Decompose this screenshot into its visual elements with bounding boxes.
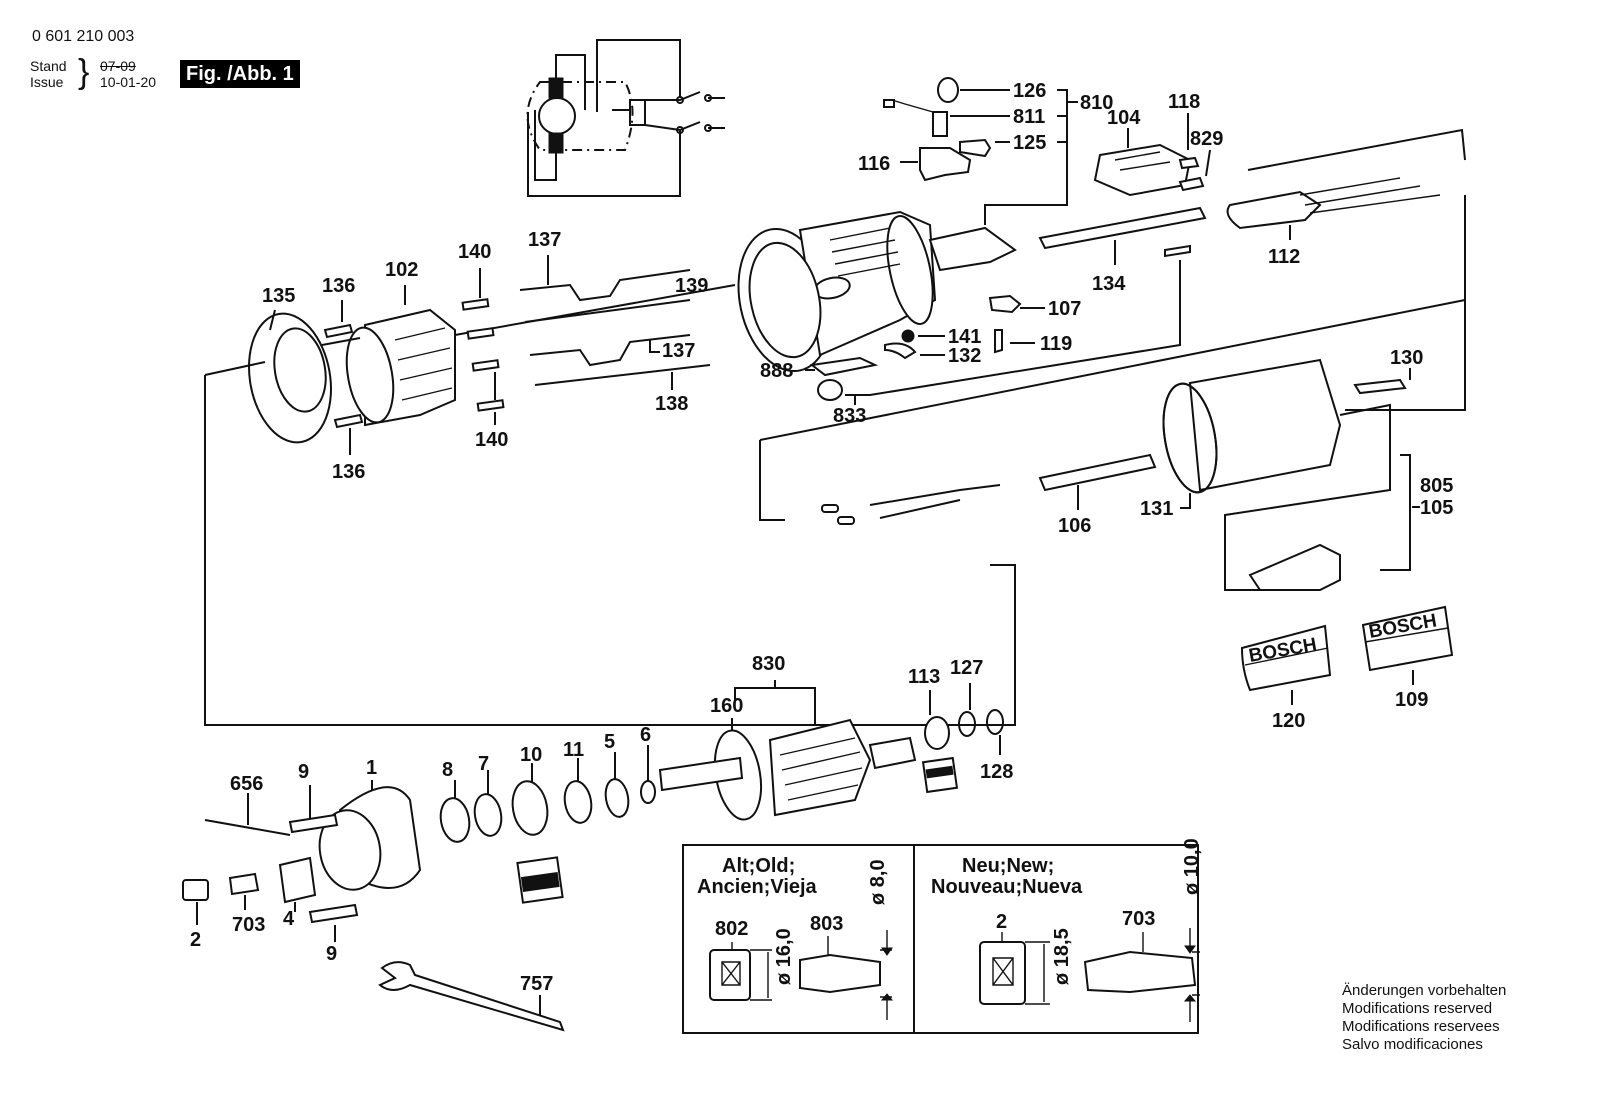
- note-line-fr: Modifications reservees: [1342, 1018, 1500, 1035]
- part-label-127: 127: [950, 657, 983, 679]
- part-126-shape: [937, 77, 959, 103]
- part-label-120: 120: [1272, 710, 1305, 732]
- collet-comparison-inset: Alt;Old; Ancien;Vieja ø 8,0 802 ø 16,0 8…: [682, 838, 1203, 1034]
- part-label-112: 112: [1268, 246, 1300, 268]
- part-label-107: 107: [1048, 298, 1081, 320]
- part-label-830: 830: [752, 653, 785, 675]
- part-811-shape: [932, 111, 948, 137]
- part-label-5: 5: [604, 731, 615, 753]
- part-label-160: 160: [710, 695, 743, 717]
- part-label-102: 102: [385, 259, 418, 281]
- note-line-es: Salvo modificaciones: [1342, 1036, 1483, 1053]
- old-collet-diameter: ø 8,0: [867, 859, 889, 905]
- part-label-757: 757: [520, 973, 553, 995]
- part-label-105: 105: [1420, 497, 1453, 519]
- part-label-126: 126: [1013, 80, 1046, 102]
- part-label-118: 118: [1168, 91, 1200, 113]
- part-label-805: 805: [1420, 475, 1453, 497]
- cable-assembly: 106 131 130 805 105: [759, 298, 1466, 591]
- part-label-104: 104: [1107, 107, 1141, 129]
- stand-label: Stand: [30, 58, 67, 74]
- part-label-136-top: 136: [322, 275, 355, 297]
- part-label-113: 113: [908, 666, 940, 688]
- front-flange-parts: 1 656 9 9 4 703 2 8 7 10 11 5 6: [182, 724, 656, 965]
- note-line-en: Modifications reserved: [1342, 1000, 1493, 1017]
- motor-housing: [737, 210, 1017, 373]
- part-label-136-bottom: 136: [332, 461, 365, 483]
- part-label-106: 106: [1058, 515, 1091, 537]
- part-label-6: 6: [640, 724, 651, 746]
- brush-parts: 140 140 137 139 137 138: [458, 229, 711, 451]
- new-collet-part: 703: [1122, 908, 1155, 930]
- terminal-block-104: 104 118 829: [1093, 91, 1223, 197]
- part-label-140-top: 140: [458, 241, 491, 263]
- switch-assembly-810: 126 811 125 810 116: [858, 77, 1113, 225]
- part-label-134: 134: [1092, 273, 1126, 295]
- part-label-109: 109: [1395, 689, 1428, 711]
- part-label-10: 10: [520, 744, 542, 766]
- part-label-811: 811: [1013, 106, 1045, 128]
- housing-small-parts: 107 141 119 132 888 833: [760, 294, 1081, 427]
- part-label-116: 116: [858, 153, 890, 175]
- part-label-4: 4: [283, 908, 295, 930]
- part-label-1: 1: [366, 757, 377, 779]
- part-label-140-bottom: 140: [475, 429, 508, 451]
- part-label-810: 810: [1080, 92, 1113, 114]
- part-label-137-top: 137: [528, 229, 561, 251]
- modifications-reserved-note: Änderungen vorbehalten Modifications res…: [1342, 982, 1506, 1054]
- old-title-line2: Ancien;Vieja: [697, 876, 818, 898]
- part-label-141: 141: [948, 326, 981, 348]
- part-label-125: 125: [1013, 132, 1046, 154]
- wiring-schematic: [526, 39, 725, 197]
- part-label-656: 656: [230, 773, 263, 795]
- part-116-shape: [919, 147, 972, 182]
- old-nut-diameter: ø 16,0: [773, 928, 795, 985]
- part-label-135: 135: [262, 285, 295, 307]
- part-label-7: 7: [478, 753, 489, 775]
- suppressor-112: 112: [1226, 128, 1466, 411]
- part-label-829: 829: [1190, 128, 1223, 150]
- brace-symbol: }: [78, 53, 90, 91]
- part-label-11: 11: [563, 739, 584, 761]
- part-label-119: 119: [1040, 333, 1072, 355]
- part-125-shape: [959, 138, 992, 158]
- part-label-9-bottom: 9: [326, 943, 337, 965]
- issue-label: Issue: [30, 74, 64, 90]
- stator-assembly: 135 136 136 102: [204, 259, 1016, 726]
- part-label-137-bottom: 137: [662, 340, 695, 362]
- old-collet-part: 803: [810, 913, 843, 935]
- part-label-128: 128: [980, 761, 1013, 783]
- part-label-9-top: 9: [298, 761, 309, 783]
- issue-date: 10-01-20: [100, 74, 157, 90]
- part-label-138: 138: [655, 393, 688, 415]
- part-label-131: 131: [1140, 498, 1173, 520]
- old-nut-part: 802: [715, 918, 748, 940]
- note-line-de: Änderungen vorbehalten: [1342, 982, 1507, 999]
- new-nut-diameter: ø 18,5: [1051, 928, 1073, 985]
- new-collet-diameter: ø 10,0: [1181, 838, 1203, 895]
- part-label-132: 132: [948, 345, 981, 367]
- part-label-8: 8: [442, 759, 453, 781]
- part-label-2: 2: [190, 929, 201, 951]
- new-title-line1: Neu;New;: [962, 855, 1054, 877]
- figure-badge: Fig. /Abb. 1: [180, 60, 300, 88]
- stand-issue-labels: Stand Issue: [30, 58, 67, 90]
- new-nut-part: 2: [996, 911, 1007, 933]
- old-date: 07-09: [100, 58, 136, 74]
- armature-assembly: 830 160 113 127 128: [658, 653, 1013, 821]
- part-label-139: 139: [675, 275, 708, 297]
- document-number: 0 601 210 003: [32, 28, 135, 45]
- part-label-888: 888: [760, 360, 793, 382]
- old-title-line1: Alt;Old;: [722, 855, 795, 877]
- issue-dates: 07-09 10-01-20: [100, 58, 156, 90]
- part-label-703: 703: [232, 914, 265, 936]
- new-title-line2: Nouveau;Nueva: [931, 876, 1083, 898]
- wrench-757: 757: [378, 961, 565, 1032]
- rating-plates: BOSCH 120 BOSCH 109: [1240, 605, 1454, 732]
- part-label-130: 130: [1390, 347, 1423, 369]
